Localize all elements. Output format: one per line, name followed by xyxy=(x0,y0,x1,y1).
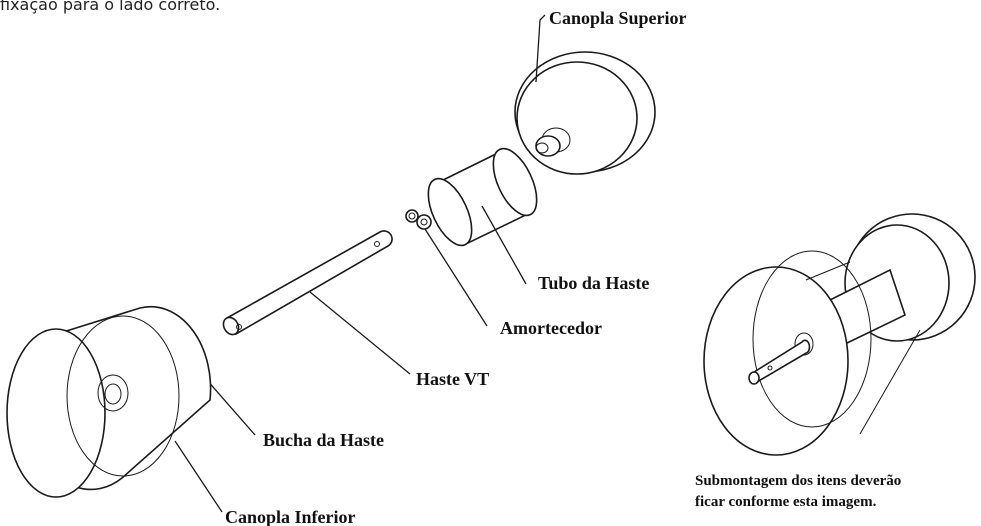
assembled-view-illustration xyxy=(703,213,976,456)
canopla-superior-part xyxy=(514,51,656,175)
canopla-superior-leader xyxy=(535,14,546,83)
amortecedor-leader xyxy=(424,228,488,327)
caption-line-2: ficar conforme esta imagem. xyxy=(695,494,877,510)
label-haste-vt: Haste VT xyxy=(416,369,489,389)
label-canopla-superior: Canopla Superior xyxy=(549,8,687,28)
canopla-inferior-part xyxy=(6,305,212,498)
label-amortecedor: Amortecedor xyxy=(500,318,602,338)
label-bucha-da-haste: Bucha da Haste xyxy=(263,430,384,450)
caption-line-1: Submontagem dos itens deverão xyxy=(695,473,901,489)
amortecedor-part xyxy=(405,209,432,230)
label-canopla-inferior: Canopla Inferior xyxy=(225,507,356,526)
canopla-inferior-leader xyxy=(174,440,223,513)
tubo-da-haste-leader xyxy=(481,205,527,285)
haste-vt-leader xyxy=(309,291,411,375)
label-tubo-da-haste: Tubo da Haste xyxy=(538,273,649,293)
top-instruction-text: fixação para o lado correto. xyxy=(0,0,220,14)
haste-vt-part xyxy=(222,230,393,336)
tubo-da-haste-part xyxy=(427,147,538,247)
